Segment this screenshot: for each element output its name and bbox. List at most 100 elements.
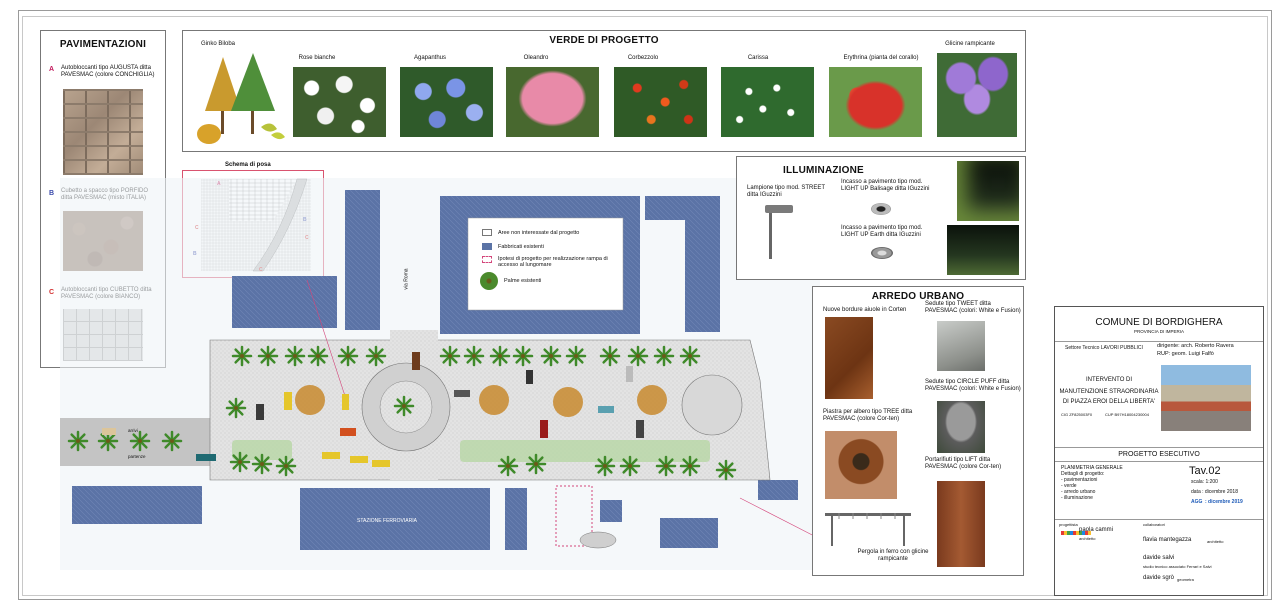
tb-rup: RUP: geom. Luigi Falfò xyxy=(1157,351,1214,357)
tb-collaboratori-label: collaboratori xyxy=(1143,522,1165,527)
car xyxy=(196,454,216,461)
tb-plan-4: - arredo urbano xyxy=(1061,489,1096,495)
tb-divider-2 xyxy=(1055,447,1263,448)
tb-plan-1: Dettagli di progetto: xyxy=(1061,471,1105,477)
plant-label-agapanthus: Agapanthus xyxy=(413,55,447,61)
plant-label-oleandro: Oleandro xyxy=(523,55,549,61)
oleandro-photo xyxy=(506,67,599,137)
tree-grate-photo xyxy=(825,431,897,499)
car xyxy=(284,392,292,410)
tb-progettista-role: architetto xyxy=(1079,536,1096,541)
schema-letter-5: C xyxy=(259,267,263,273)
plant-label-carissa: Carissa xyxy=(747,55,769,61)
tb-divider-4 xyxy=(1055,519,1263,520)
schema-letter-1: A xyxy=(217,181,221,187)
plant-label-rose: Rose bianche xyxy=(298,55,336,61)
rose-photo xyxy=(293,67,386,137)
tb-tav: Tav.02 xyxy=(1189,465,1221,477)
legend-text-areas: Aree non interessate dal progetto xyxy=(498,230,580,236)
illum-label-street: Lampione tipo mod. STREET ditta IGuzzini xyxy=(747,185,825,198)
glicine-photo xyxy=(937,53,1017,137)
tb-progetto: PROGETTO ESECUTIVO xyxy=(1118,451,1200,458)
arredo-label-lift: Portarifiuti tipo LIFT ditta PAVESMAC (c… xyxy=(925,457,1002,470)
arredo-title: ARREDO URBANO xyxy=(871,291,965,302)
car xyxy=(598,406,614,413)
tb-site-photo xyxy=(1161,365,1251,431)
carissa-photo xyxy=(721,67,814,137)
schema-letter-6: B xyxy=(193,251,197,257)
night-render-2 xyxy=(947,225,1019,275)
paving-c-label: Autobloccanti tipo CUBETTO ditta PAVESMA… xyxy=(61,287,152,300)
street-lamp-icon xyxy=(765,205,793,259)
car xyxy=(342,394,349,410)
arredo-label-circle-puff: Sedute tipo CIRCLE PUFF ditta PAVESMAC (… xyxy=(925,379,1021,392)
tb-plan-2: - pavimentazioni xyxy=(1061,477,1098,483)
car xyxy=(340,428,356,436)
tb-intervento-2: MANUTENZIONE STRAORDINARIA xyxy=(1059,389,1159,395)
schema-posa-title: Schema di posa xyxy=(225,162,271,168)
tb-progettista-label: progettista xyxy=(1059,522,1078,527)
drawing-inner-frame xyxy=(22,16,1268,596)
tb-collab-name-3: davide sgrò xyxy=(1143,575,1175,581)
corbezzolo-photo xyxy=(614,67,707,137)
stop-label-partenze: partenze xyxy=(128,454,146,459)
tb-divider-1 xyxy=(1055,341,1263,342)
illum-label-balisage: Incasso a pavimento tipo mod. LIGHT UP B… xyxy=(841,179,930,192)
car xyxy=(626,366,633,382)
arredo-label-tree: Piastra per albero tipo TREE ditta PAVES… xyxy=(823,409,913,422)
tb-cig: CIG ZF825003F0 xyxy=(1061,412,1093,417)
arredo-panel: ARREDO URBANO Nuove bordure aiuole in Co… xyxy=(812,286,1024,576)
tb-logo-dots xyxy=(1061,531,1091,535)
tb-plan-3: - verde xyxy=(1061,483,1077,489)
illuminazione-panel: ILLUMINAZIONE Lampione tipo mod. STREET … xyxy=(736,156,1026,280)
balisage-light-icon xyxy=(871,203,891,215)
car xyxy=(636,420,644,438)
legend-swatch-buildings xyxy=(482,243,492,250)
legend-swatch-empty xyxy=(482,229,492,236)
tb-collab-name-2: davide salvi xyxy=(1143,555,1175,561)
pergola-drawing xyxy=(825,513,911,546)
verde-title: VERDE DI PROGETTO xyxy=(549,35,659,46)
illum-label-earth: Incasso a pavimento tipo mod. LIGHT UP E… xyxy=(841,225,923,238)
verde-panel: VERDE DI PROGETTO Ginko Biloba Rose bian… xyxy=(182,30,1026,152)
car xyxy=(350,456,368,463)
tb-plan-5: - illuminazione xyxy=(1061,495,1093,501)
car xyxy=(372,460,390,467)
car xyxy=(526,370,533,384)
tb-provincia: PROVINCIA DI IMPERIA xyxy=(1133,329,1184,334)
car xyxy=(412,352,420,370)
tb-comune: COMUNE DI BORDIGHERA xyxy=(1095,317,1223,328)
tb-dirigente: dirigente: arch. Roberto Ravera xyxy=(1157,343,1234,349)
illuminazione-title: ILLUMINAZIONE xyxy=(783,165,864,176)
tb-collab-role-1: architetto xyxy=(1207,539,1224,544)
plant-label-erythrina: Erythrina (pianta del corallo) xyxy=(843,55,919,61)
tb-scala: scala: 1:200 xyxy=(1191,479,1218,485)
tb-collab-role-2: studio tecnico associato Ferrari e Salvi xyxy=(1143,564,1212,569)
schema-letter-4: C xyxy=(305,235,309,241)
lift-bin-photo xyxy=(937,481,985,567)
tb-data: data : dicembre 2018 xyxy=(1191,489,1238,495)
tb-collab-name-1: flavia mantegazza xyxy=(1143,537,1192,543)
tb-plan-0: PLANIMETRIA GENERALE xyxy=(1061,465,1123,471)
paving-a-label: Autobloccanti tipo AUGUSTA ditta PAVESMA… xyxy=(61,65,155,78)
schema-posa-drawing xyxy=(201,178,311,272)
legend-swatch-ramp xyxy=(482,256,492,263)
paving-letter-c: C xyxy=(49,289,55,296)
stop-label-arrivi: arrivi xyxy=(128,428,138,433)
car xyxy=(322,452,340,459)
legend-text-buildings: Fabbricati esistenti xyxy=(498,244,544,250)
legend-palm-icon xyxy=(480,272,498,290)
circle-puff-photo xyxy=(937,401,985,453)
legend-panel: Aree non interessate dal progetto Fabbri… xyxy=(476,224,616,304)
schema-letter-2: B xyxy=(303,217,307,223)
tb-intervento-1: INTERVENTO DI xyxy=(1085,377,1133,383)
paving-b-swatch xyxy=(63,211,143,271)
tb-agg-label: AGG xyxy=(1191,499,1203,505)
tb-agg-value: : dicembre 2019 xyxy=(1205,499,1243,505)
drawing-frame xyxy=(18,10,1272,600)
pavimentazioni-panel: PAVIMENTAZIONI A Autobloccanti tipo AUGU… xyxy=(40,30,166,368)
paving-c-swatch xyxy=(63,309,143,361)
street-label: via Roma xyxy=(403,268,410,290)
arredo-label-corten: Nuove bordure aiuole in Corten xyxy=(823,307,907,313)
plant-label-glicine: Glicine rampicante xyxy=(945,41,995,47)
